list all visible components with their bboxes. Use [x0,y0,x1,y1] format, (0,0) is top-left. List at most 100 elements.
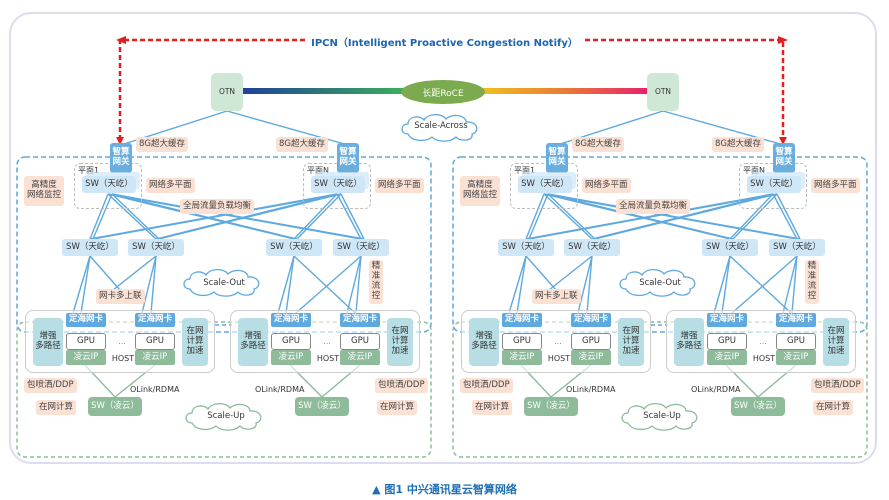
flow-control-char: 流 [371,281,381,291]
spine-switch[interactable]: SW（天屹） [82,176,136,193]
lingyun-switch[interactable]: SW（凌云） [295,397,349,416]
figure-caption: ▲ 图1 中兴通讯星云智算网络 [0,481,889,497]
plane-group [510,163,578,209]
leaf-switch[interactable]: SW（天屹） [498,239,554,256]
compute-line: 计算 [827,336,845,347]
leaf-nic-link [72,255,91,314]
smart-gateway[interactable]: 智算网关 [773,143,795,173]
spine-switch[interactable]: SW（天屹） [747,176,801,193]
compute-line: 计算 [186,336,204,347]
leaf-nic-link [285,255,295,314]
scale-up-region [452,321,868,458]
leaf-switch[interactable]: SW（天屹） [769,239,825,256]
nic-card[interactable]: 定海网卡 [135,313,175,327]
leaf-nic-link [80,255,91,314]
spine-leaf-link [547,193,734,240]
flow-control-char: 控 [371,290,381,301]
plane-label: 平面1 [514,166,536,175]
gpu-unit[interactable]: GPU [571,333,611,350]
leaf-switch[interactable]: SW（天屹） [266,239,322,256]
nic-card[interactable]: 定海网卡 [571,313,611,327]
compute-line: 计算 [622,336,640,347]
smart-gateway[interactable]: 智算网关 [337,143,359,173]
leaf-switch[interactable]: SW（天屹） [333,239,389,256]
multipath-line: 增强 [475,331,493,342]
host-label: HOST [316,354,340,364]
gpu-unit[interactable]: GPU [707,333,747,350]
plane-label: 平面N [743,166,765,175]
flow-control-badge: 精准流控 [369,260,383,304]
triangle-marker-icon: ▲ [372,483,381,496]
leaf-nic-link [295,255,362,314]
spine-switch[interactable]: SW（天屹） [518,176,572,193]
flow-control-char: 准 [807,271,817,282]
ellipsis: ... [323,337,331,347]
leaf-nic-link [277,255,295,314]
leaf-nic-link [346,255,362,314]
leaf-switch[interactable]: SW（天屹） [702,239,758,256]
leaf-nic-link [577,255,593,314]
leaf-switch[interactable]: SW（天屹） [128,239,184,256]
nic-card[interactable]: 定海网卡 [271,313,311,327]
multipath-badge: 增强多路径 [469,318,499,366]
load-balance-badge: 全局流量负载均衡 [180,199,255,214]
in-network-compute-badge: 在网计算加速 [182,318,208,366]
gpu-unit[interactable]: GPU [502,333,542,350]
gpu-unit[interactable]: GPU [271,333,311,350]
leaf-nic-link [89,255,121,291]
scale-out-cloud-icon [619,268,696,297]
compute-line: 加速 [827,345,845,356]
leaf-nic-link [141,255,157,314]
otn-label: OTN [654,86,672,96]
gpu-unit[interactable]: GPU [135,333,175,350]
cache-badge: 8G超大缓存 [712,137,764,152]
spine-leaf-link [732,193,778,240]
otn-node-right: OTN [647,73,679,111]
spine-leaf-link [111,193,160,240]
lingyun-switch[interactable]: SW（凌云） [88,397,142,416]
gateway-line: 智算 [112,147,130,158]
scale-up-cloud-icon [185,402,262,431]
monitor-line: 网络监控 [463,190,498,200]
lingyun-switch[interactable]: SW（凌云） [731,397,785,416]
smart-gateway[interactable]: 智算网关 [110,143,132,173]
multipath-line: 多路径 [676,341,702,351]
nic-card[interactable]: 定海网卡 [707,313,747,327]
otn-label: OTN [218,86,236,96]
smart-gateway[interactable]: 智算网关 [546,143,568,173]
spine-leaf-link [543,193,593,240]
compute-line: 加速 [391,345,409,356]
ipcn-arrowhead [116,137,124,145]
leaf-nic-link [293,255,356,314]
leaf-nic-link [525,255,557,291]
scale-up-cloud-icon [621,402,698,431]
lingyun-ip: 凌云IP [135,350,175,365]
packet-spray-badge: 包喷洒/DDP [460,378,513,393]
lingyun-switch[interactable]: SW（凌云） [524,397,578,416]
gpu-unit[interactable]: GPU [776,333,816,350]
spine-switch[interactable]: SW（天屹） [311,176,365,193]
scale-up-label: Scale-Up [207,411,245,421]
packet-spray-badge: 包喷洒/DDP [375,378,428,393]
in-network-badge: 在网计算 [472,400,513,415]
scale-out-label: Scale-Out [639,278,681,288]
leaf-switch[interactable]: SW（天屹） [62,239,118,256]
nic-card[interactable]: 定海网卡 [340,313,380,327]
gpu-unit[interactable]: GPU [340,333,380,350]
nic-card[interactable]: 定海网卡 [502,313,542,327]
nic-card[interactable]: 定海网卡 [776,313,816,327]
leaf-switch[interactable]: SW（天屹） [564,239,620,256]
gpu-unit[interactable]: GPU [66,333,106,350]
gateway-line: 网关 [112,157,130,167]
packet-spray-badge: 包喷洒/DDP [811,378,864,393]
flow-control-char: 精 [807,261,817,272]
nic-card[interactable]: 定海网卡 [66,313,106,327]
load-balance-badge: 全局流量负载均衡 [616,199,691,214]
ipcn-arrowhead [778,36,788,44]
long-distance-roce: 长距RoCE [401,80,485,104]
scale-up-region [16,321,432,458]
olink-label: OLink/RDMA [130,385,180,394]
spine-leaf-link [591,193,774,240]
gateway-line: 网关 [548,157,566,167]
spine-leaf-link [543,193,731,240]
